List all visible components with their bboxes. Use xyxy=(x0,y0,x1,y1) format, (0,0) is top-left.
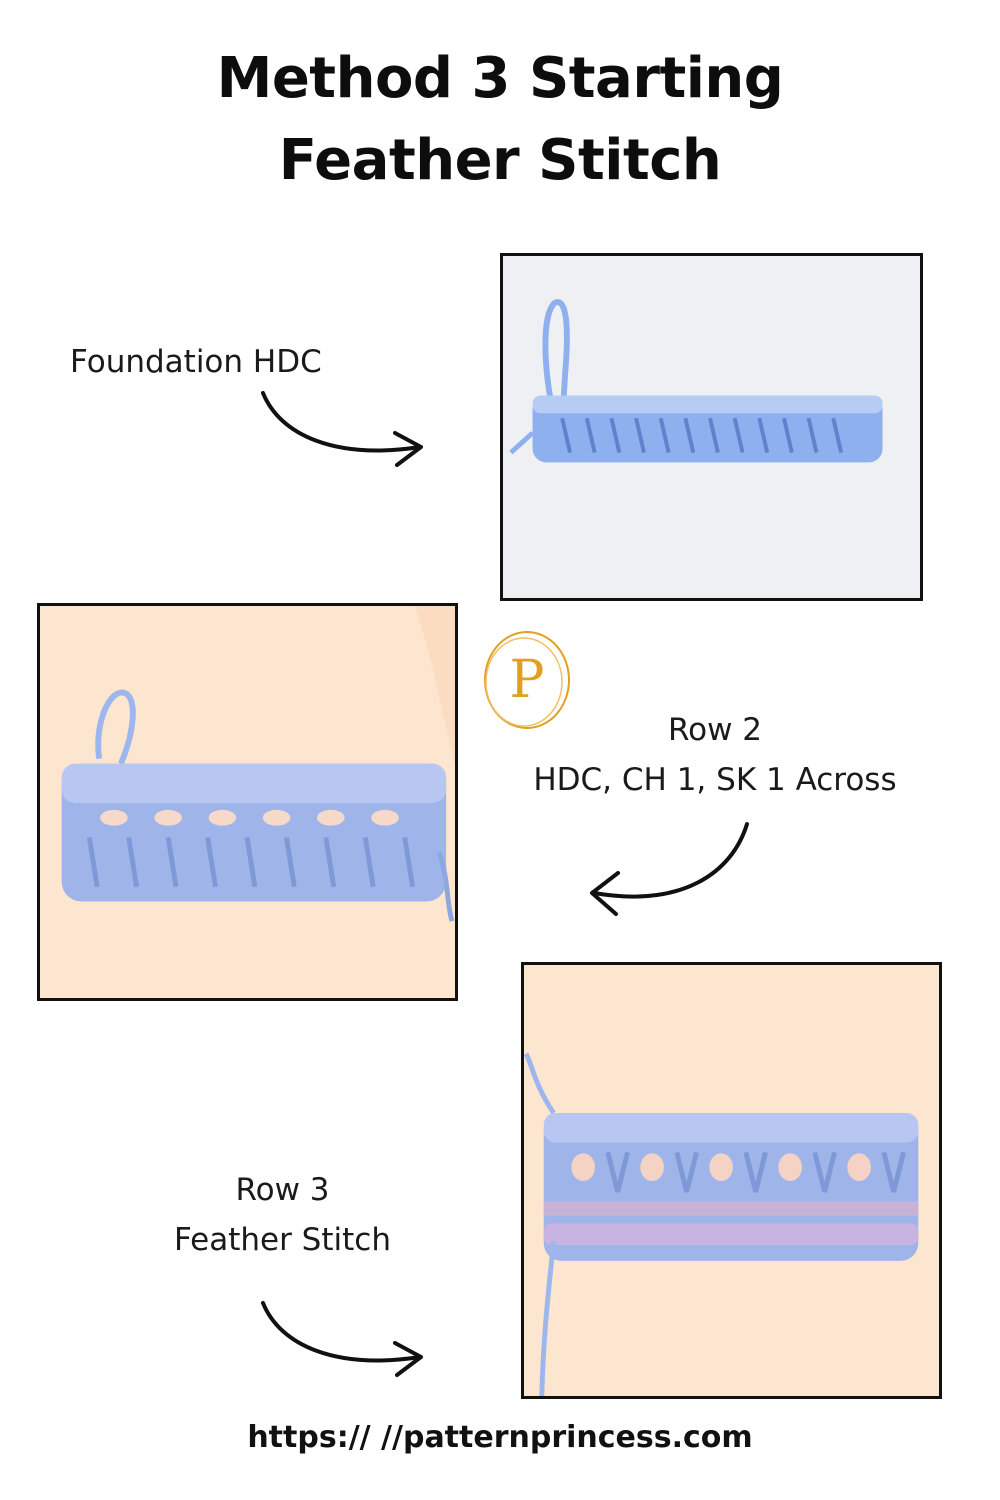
step-2-label: Row 2 HDC, CH 1, SK 1 Across xyxy=(510,705,920,805)
page-title: Method 3 Starting Feather Stitch xyxy=(0,38,1000,202)
step-1-title: Foundation HDC xyxy=(70,344,322,380)
step-3-label: Row 3 Feather Stitch xyxy=(150,1165,415,1265)
step-2-detail: HDC, CH 1, SK 1 Across xyxy=(533,762,897,798)
title-line-2: Feather Stitch xyxy=(278,128,722,193)
footer-url-link[interactable]: https:// //patternprincess.com xyxy=(247,1420,753,1455)
step-3-title: Row 3 xyxy=(235,1172,330,1208)
step-3-detail: Feather Stitch xyxy=(174,1222,391,1258)
logo-letter: P xyxy=(510,650,545,710)
step-2-title: Row 2 xyxy=(667,712,763,748)
step-3-photo xyxy=(521,962,942,1399)
arrow-icon-step-1 xyxy=(261,391,423,467)
pattern-princess-logo-icon: P xyxy=(484,631,570,729)
step-1-photo xyxy=(500,253,923,601)
step-2-photo xyxy=(37,603,458,1001)
step-1-label: Foundation HDC xyxy=(70,337,322,387)
title-line-1: Method 3 Starting xyxy=(216,46,784,111)
arrow-icon-step-2 xyxy=(590,822,749,916)
arrow-icon-step-3 xyxy=(261,1301,423,1377)
